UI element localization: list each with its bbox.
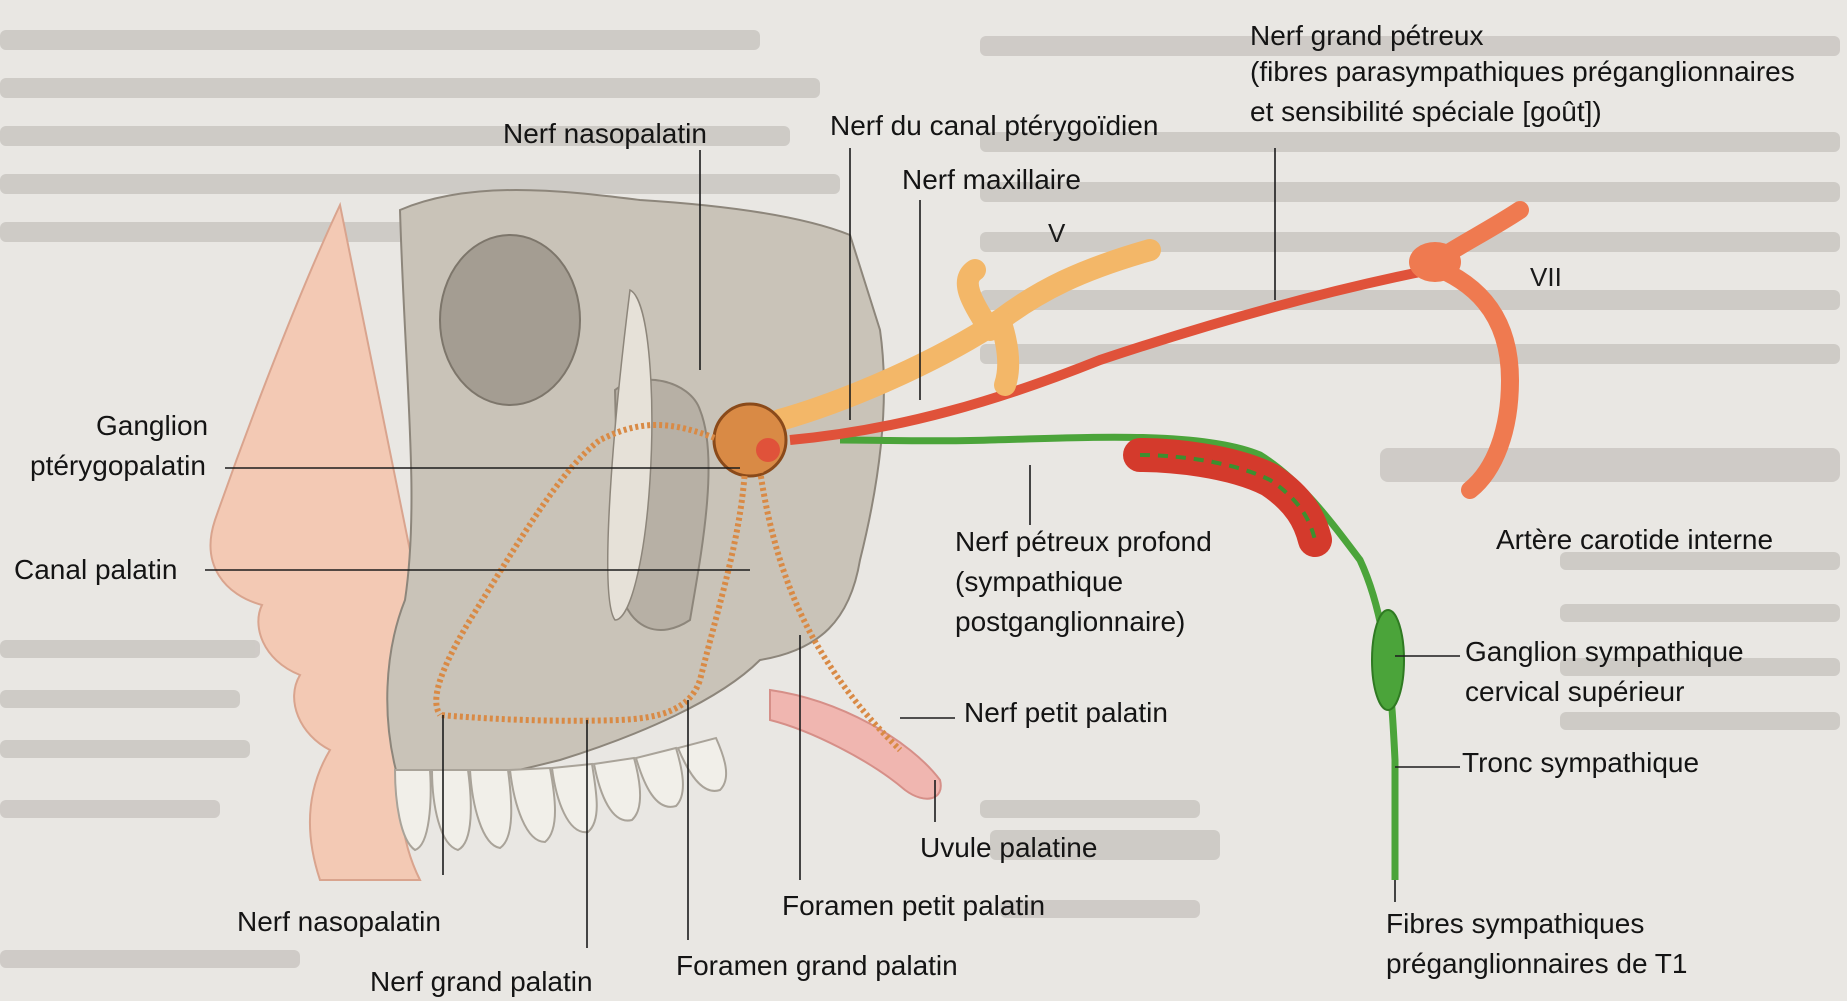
superior-cervical-ganglion (1372, 610, 1404, 710)
face-soft-tissue (211, 205, 420, 880)
orbit (440, 235, 580, 405)
soft-palate-uvula (770, 690, 941, 799)
pterygopalatine-ganglion (714, 404, 786, 476)
greater-petrosal-nerve (790, 270, 1430, 440)
internal-carotid-artery (1140, 455, 1315, 540)
geniculate-ganglion (1409, 242, 1461, 282)
